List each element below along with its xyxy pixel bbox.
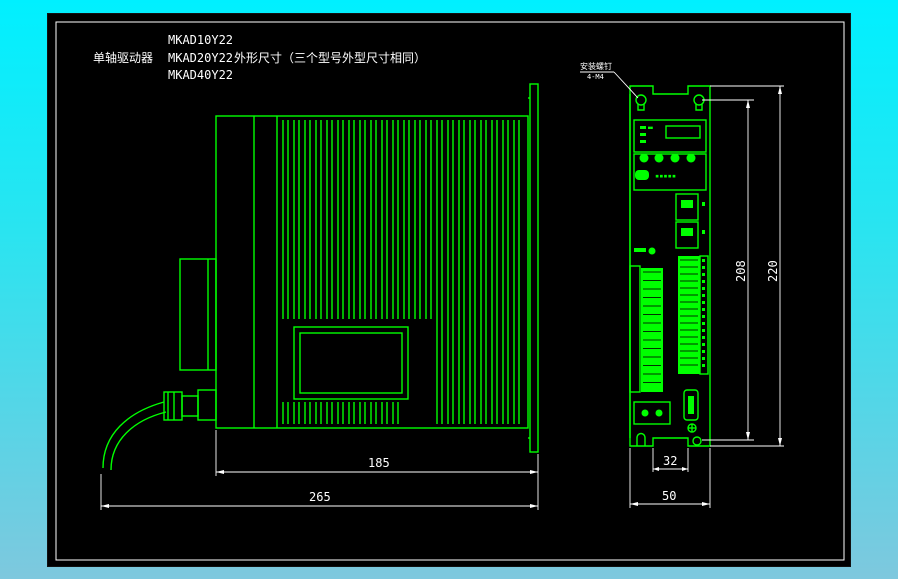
model-1-text: MKAD10Y22 [168, 33, 233, 47]
drawing-svg: MKAD10Y22 单轴驱动器 MKAD20Y22 外形尺寸（三个型号外型尺寸相… [55, 21, 845, 561]
front-dimensions: 208 220 32 50 [629, 85, 784, 508]
left-terminal-guide [629, 265, 641, 393]
display-panel [633, 119, 707, 153]
dim-265-label: 265 [309, 490, 331, 504]
ground-terminal-block [633, 401, 671, 425]
power-led [648, 247, 656, 255]
model-2-text: MKAD20Y22 [168, 51, 233, 65]
mounting-flange [529, 83, 539, 453]
mount-hole-top-left [635, 94, 647, 106]
model-3-text: MKAD40Y22 [168, 68, 233, 82]
dim-220-label: 220 [766, 260, 780, 282]
mount-hole-bottom-right [692, 436, 702, 446]
side-display-window [293, 326, 409, 400]
side-connector-block [179, 258, 217, 371]
mount-hole-bottom-left [636, 432, 646, 446]
comm-port-1 [675, 193, 699, 221]
brand-logo-shape [635, 170, 649, 180]
svg-text:■■: ■■ [648, 125, 653, 130]
cable [102, 401, 165, 469]
dim-208-label: 208 [734, 260, 748, 282]
mode-button [639, 153, 649, 163]
drive-type-text: 单轴驱动器 [93, 50, 153, 65]
screw-callout: 安装螺钉 4-M4 [580, 61, 639, 99]
button-panel [633, 153, 707, 191]
set-button [686, 153, 696, 163]
screw-callout-label: 安装螺钉 [580, 61, 612, 71]
dim-185-label: 185 [368, 456, 390, 470]
down-button [670, 153, 680, 163]
comm-port-2 [675, 221, 699, 249]
fuse-holder [683, 389, 699, 421]
front-view: ■■ ▪▪▪▪▪ [629, 85, 711, 447]
led-display [665, 125, 701, 139]
cable-plug [163, 391, 183, 421]
side-dimensions: 185 265 [100, 430, 539, 510]
svg-text:▪▪▪▪▪: ▪▪▪▪▪ [655, 172, 676, 180]
dim-32-label: 32 [663, 454, 677, 468]
dim-50-label: 50 [662, 489, 676, 503]
heatsink-fins [282, 120, 520, 424]
side-view [102, 83, 539, 471]
up-button [654, 153, 664, 163]
screw-callout-spec: 4-M4 [587, 73, 604, 81]
cad-drawing-canvas: MKAD10Y22 单轴驱动器 MKAD20Y22 外形尺寸（三个型号外型尺寸相… [47, 13, 851, 567]
sheet-border [55, 21, 845, 561]
left-terminal-block [641, 268, 663, 392]
outline-caption-text: 外形尺寸（三个型号外型尺寸相同） [234, 51, 426, 65]
